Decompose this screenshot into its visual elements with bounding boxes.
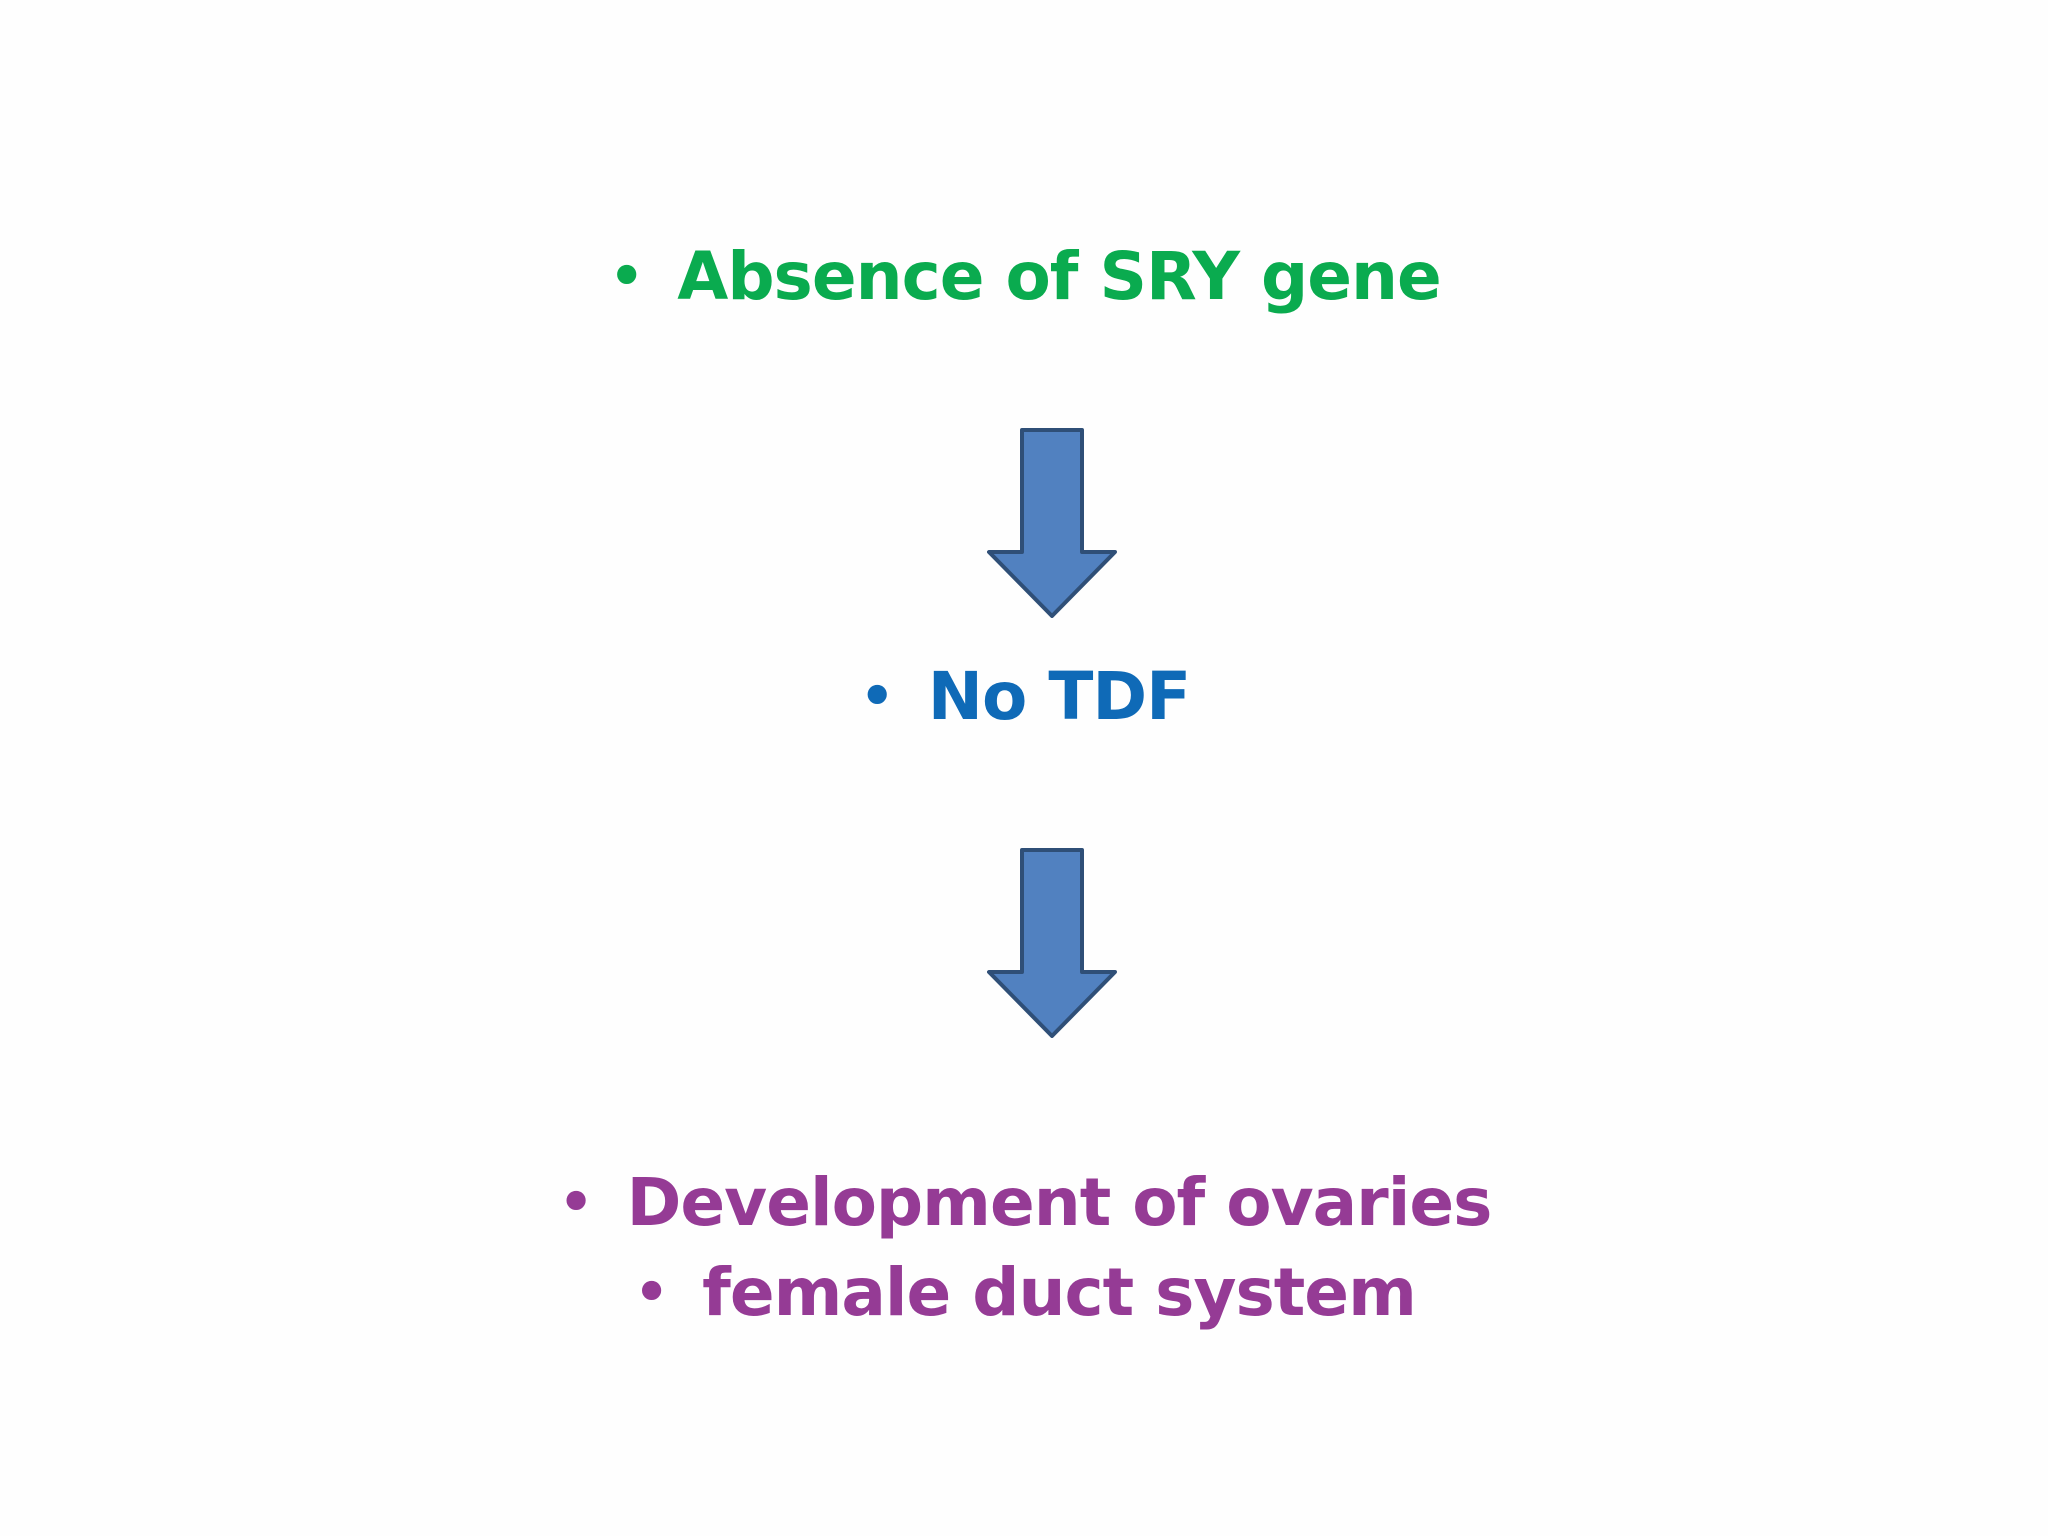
step-label: Development of ovaries [626,1164,1493,1241]
bullet: • [857,658,897,735]
step-absence-of-sry-gene: •Absence of SRY gene [0,244,2048,310]
bullet: • [556,1164,596,1241]
bullet: • [632,1254,672,1331]
down-arrow-icon [987,848,1117,1038]
down-arrow-icon [987,428,1117,618]
step-label: No TDF [927,658,1191,735]
step-label: Absence of SRY gene [677,238,1442,315]
step-no-tdf: •No TDF [0,664,2048,730]
step-label: female duct system [702,1254,1417,1331]
bullet: • [607,238,647,315]
step-development-of-ovaries: •Development of ovaries [0,1170,2048,1236]
step-female-duct-system: •female duct system [0,1260,2048,1326]
